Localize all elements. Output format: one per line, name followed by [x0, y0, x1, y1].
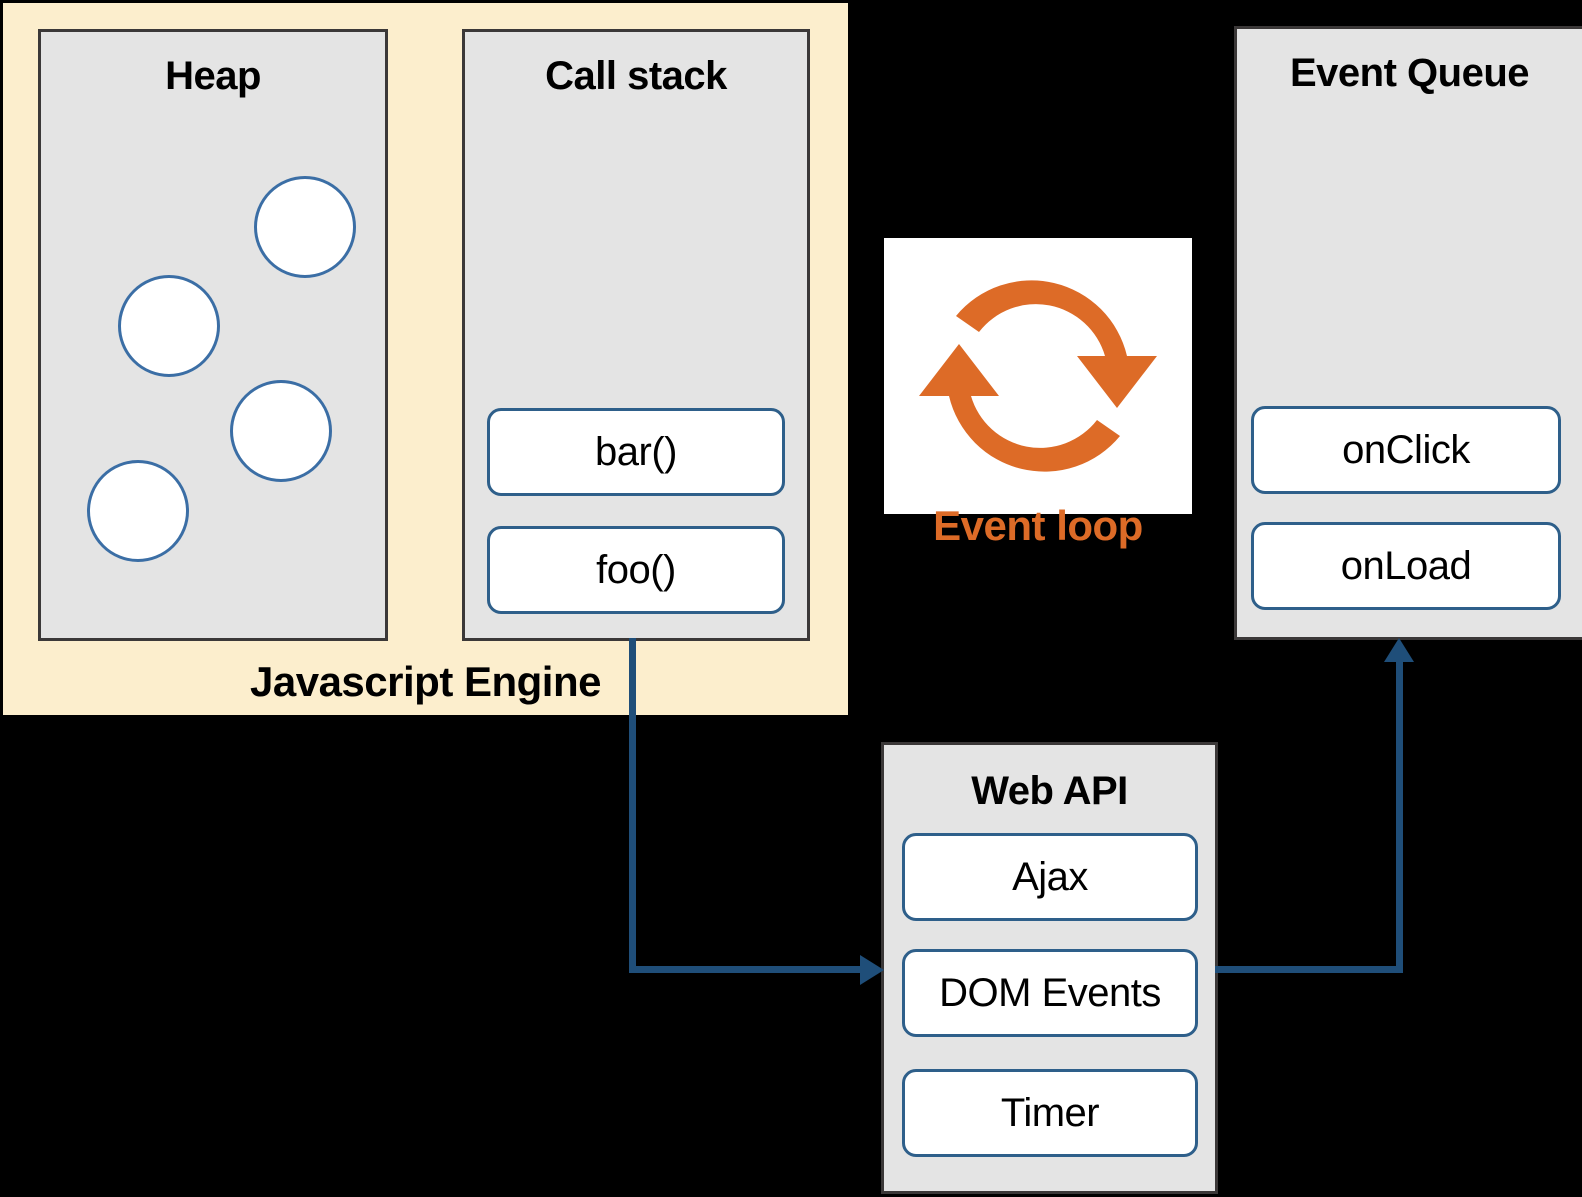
call-stack-frame-bar[interactable]: bar() — [487, 408, 785, 496]
web-api-item-timer[interactable]: Timer — [902, 1069, 1198, 1157]
connector-webapi-arrowhead — [1384, 638, 1414, 662]
call-stack-title: Call stack — [545, 54, 727, 98]
javascript-engine-panel: Heap Call stack bar() foo() Javascript E… — [3, 3, 848, 715]
heap-panel: Heap — [38, 29, 388, 641]
connector-callstack-horizontal — [629, 966, 864, 973]
javascript-engine-label: Javascript Engine — [250, 658, 601, 705]
event-queue-item-onload[interactable]: onLoad — [1251, 522, 1561, 610]
connector-callstack-arrowhead — [860, 955, 884, 985]
web-api-item-dom-events[interactable]: DOM Events — [902, 949, 1198, 1037]
circular-refresh-arrows-icon — [919, 280, 1157, 472]
event-loop-label: Event loop — [933, 502, 1143, 549]
event-queue-panel: Event Queue onClick onLoad — [1234, 26, 1582, 640]
heap-object-4 — [87, 460, 189, 562]
call-stack-frame-foo[interactable]: foo() — [487, 526, 785, 614]
web-api-panel: Web API Ajax DOM Events Timer — [881, 742, 1218, 1194]
heap-object-1 — [254, 176, 356, 278]
connector-webapi-vertical — [1396, 662, 1403, 970]
web-api-title: Web API — [971, 769, 1128, 813]
web-api-item-ajax[interactable]: Ajax — [902, 833, 1198, 921]
heap-object-2 — [118, 275, 220, 377]
event-queue-title: Event Queue — [1289, 51, 1530, 95]
event-queue-item-onclick[interactable]: onClick — [1251, 406, 1561, 494]
event-loop-icon-container — [884, 238, 1192, 514]
connector-callstack-vertical — [629, 638, 636, 973]
heap-object-3 — [230, 380, 332, 482]
connector-webapi-horizontal — [1215, 966, 1403, 973]
call-stack-panel: Call stack bar() foo() — [462, 29, 810, 641]
heap-title: Heap — [165, 54, 261, 98]
